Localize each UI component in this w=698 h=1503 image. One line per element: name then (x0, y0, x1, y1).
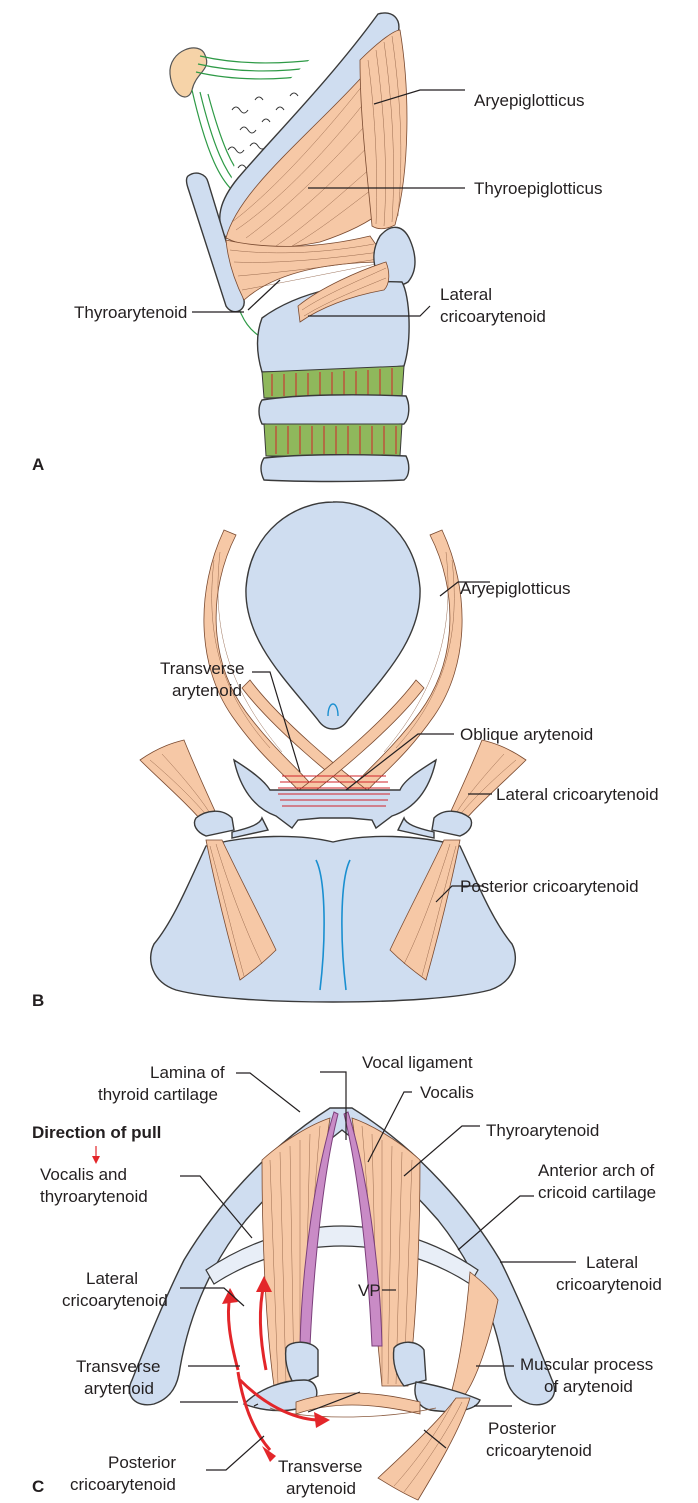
label-b-transverse-arytenoid-2: arytenoid (172, 681, 242, 700)
label-b-lateral-cricoarytenoid: Lateral cricoarytenoid (496, 785, 659, 804)
label-a-aryepiglotticus: Aryepiglotticus (474, 91, 585, 110)
label-c-vocal-ligament: Vocal ligament (362, 1053, 473, 1072)
label-b-oblique-arytenoid: Oblique arytenoid (460, 725, 593, 744)
label-c-vocalis-thyro-2: thyroarytenoid (40, 1187, 148, 1206)
label-c-posterior-crico-left-2: cricoarytenoid (70, 1475, 176, 1494)
label-c-anterior-arch-2: cricoid cartilage (538, 1183, 656, 1202)
label-c-transverse-bottom-2: arytenoid (286, 1479, 356, 1498)
panel-b-letter: B (32, 991, 44, 1010)
label-c-vocalis-thyro-1: Vocalis and (40, 1165, 127, 1184)
label-c-lamina-2: thyroid cartilage (98, 1085, 218, 1104)
label-c-transverse-left-2: arytenoid (84, 1379, 154, 1398)
label-b-transverse-arytenoid-1: Transverse (160, 659, 244, 678)
label-b-aryepiglotticus: Aryepiglotticus (460, 579, 571, 598)
label-c-muscular-process-2: of arytenoid (544, 1377, 633, 1396)
label-c-transverse-bottom-1: Transverse (278, 1457, 362, 1476)
label-c-lamina-1: Lamina of (150, 1063, 225, 1082)
label-c-vocalis: Vocalis (420, 1083, 474, 1102)
label-c-lateral-crico-right-2: cricoarytenoid (556, 1275, 662, 1294)
label-c-lateral-crico-left-2: cricoarytenoid (62, 1291, 168, 1310)
label-c-thyroarytenoid: Thyroarytenoid (486, 1121, 599, 1140)
label-c-muscular-process-1: Muscular process (520, 1355, 653, 1374)
label-a-lateral-cricoarytenoid-1: Lateral (440, 285, 492, 304)
label-b-posterior-cricoarytenoid: Posterior cricoarytenoid (460, 877, 639, 896)
label-c-lateral-crico-left-1: Lateral (86, 1269, 138, 1288)
label-c-posterior-crico-left-1: Posterior (108, 1453, 176, 1472)
label-c-direction-of-pull: Direction of pull (32, 1123, 161, 1142)
panel-a-letter: A (32, 455, 44, 474)
label-c-anterior-arch-1: Anterior arch of (538, 1161, 654, 1180)
label-a-thyroepiglotticus: Thyroepiglotticus (474, 179, 603, 198)
label-c-transverse-left-1: Transverse (76, 1357, 160, 1376)
label-a-lateral-cricoarytenoid-2: cricoarytenoid (440, 307, 546, 326)
label-c-vp: VP (358, 1281, 381, 1300)
panel-b-illustration (140, 502, 526, 1002)
label-c-lateral-crico-right-1: Lateral (586, 1253, 638, 1272)
panel-c-letter: C (32, 1477, 44, 1496)
label-a-thyroarytenoid: Thyroarytenoid (74, 303, 187, 322)
label-c-posterior-crico-right-1: Posterior (488, 1419, 556, 1438)
panel-a-illustration (170, 13, 415, 482)
label-c-posterior-crico-right-2: cricoarytenoid (486, 1441, 592, 1460)
